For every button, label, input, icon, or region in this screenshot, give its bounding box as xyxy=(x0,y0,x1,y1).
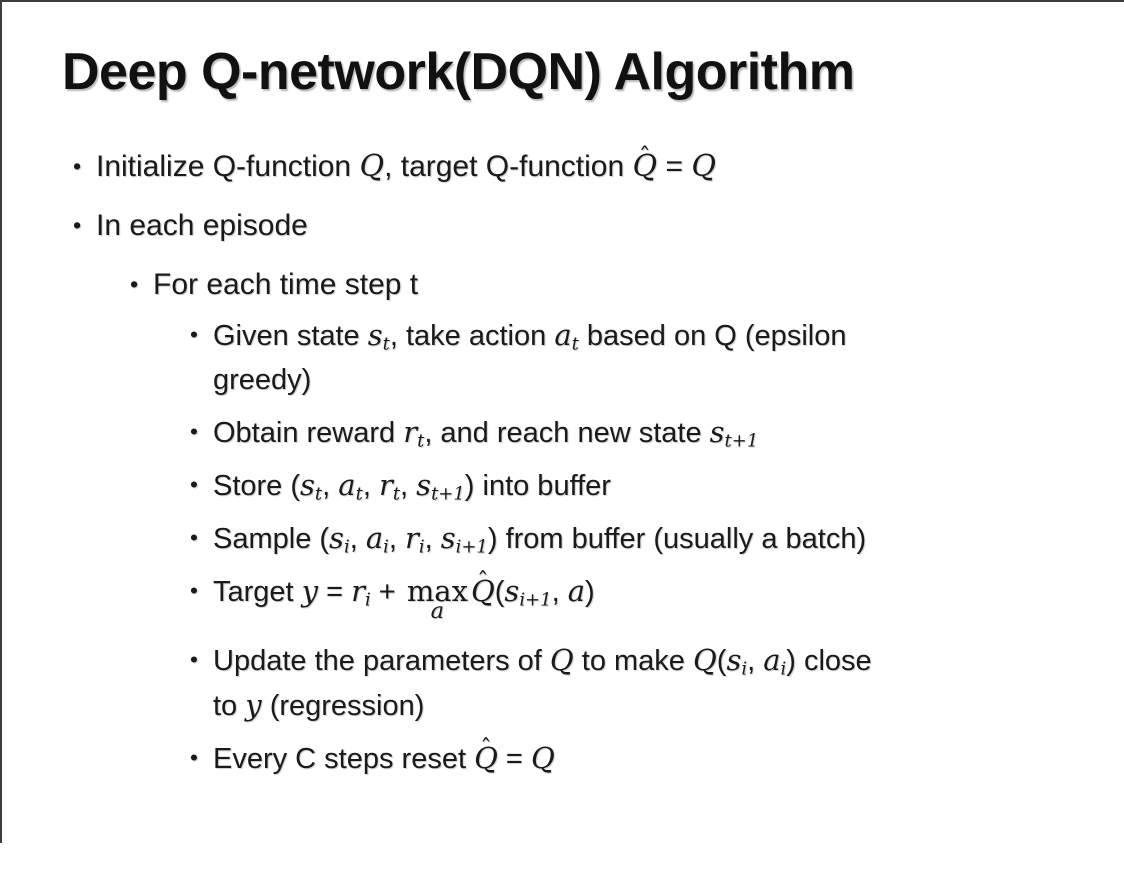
bullet-item: • For each time step t xyxy=(0,262,1074,307)
slide-border-left xyxy=(0,0,2,843)
bullet-marker-icon: • xyxy=(73,212,82,239)
math-subscript: i xyxy=(365,589,371,611)
math-symbol: a xyxy=(567,574,585,609)
math-symbol: s xyxy=(367,318,383,353)
bullet-item: • In each episode xyxy=(0,203,1074,248)
math-symbol: r xyxy=(403,415,418,450)
math-subscript: i xyxy=(343,536,350,558)
bullet-text: For each time step t xyxy=(153,268,419,302)
math-symbol: Q xyxy=(549,643,574,678)
math-symbol: s xyxy=(440,521,456,556)
bullet-text: Store (st, at, rt, st+1) into buffer xyxy=(213,468,611,505)
math-symbol: Q xyxy=(530,741,555,776)
math-subscript: i+1 xyxy=(455,536,488,558)
math-symbol: r xyxy=(404,521,419,556)
math-subscript: t xyxy=(571,333,579,355)
math-symbol: s xyxy=(416,468,432,503)
math-subscript: i xyxy=(780,658,787,680)
bullet-item: •Given state st, take action at based on… xyxy=(0,313,1074,402)
bullet-marker-icon: • xyxy=(73,153,82,180)
math-subscript: t xyxy=(392,483,401,505)
math-symbol: s xyxy=(726,643,742,678)
math-symbol: s xyxy=(329,521,344,556)
math-symbol: a xyxy=(763,643,781,678)
math-symbol: a xyxy=(365,521,384,556)
math-symbol: Q xyxy=(474,741,498,776)
math-symbol: s xyxy=(709,415,725,450)
math-subscript: t+1 xyxy=(724,430,759,452)
slide-title: Deep Q-network(DQN) Algorithm xyxy=(62,43,855,101)
math-symbol: Q xyxy=(692,643,717,678)
math-subscript: t xyxy=(355,483,363,505)
bullet-text: In each episode xyxy=(96,209,308,243)
bullet-marker-icon: • xyxy=(190,647,198,673)
math-subscript: i xyxy=(418,536,425,558)
bullet-text: Update the parameters of Q to make Q(si,… xyxy=(213,643,872,723)
math-subscript: t+1 xyxy=(431,483,465,505)
math-symbol: Q xyxy=(470,574,495,609)
math-symbol: Q xyxy=(691,149,716,185)
bullet-text: Sample (si, ai, ri, si+1) from buffer (u… xyxy=(213,521,867,558)
math-symbol: Q xyxy=(359,149,385,185)
math-subscript: t xyxy=(314,483,323,505)
math-symbol: a xyxy=(554,318,572,353)
bullet-item: • Store (st, at, rt, st+1) into buffer xyxy=(0,463,1074,508)
math-symbol: Q xyxy=(632,149,658,185)
bullet-marker-icon: • xyxy=(190,525,198,551)
math-subscript: i xyxy=(741,658,748,680)
bullet-text: Obtain reward rt, and reach new state st… xyxy=(213,415,759,452)
bullet-item: • Sample (si, ai, ri, si+1) from buffer (… xyxy=(0,516,1074,561)
bullet-marker-icon: • xyxy=(190,578,198,604)
math-subscript: i+1 xyxy=(519,589,552,611)
bullet-marker-icon: • xyxy=(190,472,198,498)
bullet-text: Given state st, take action at based on … xyxy=(213,318,847,397)
bullet-marker-icon: • xyxy=(190,745,198,771)
bullet-item: •Obtain reward rt, and reach new state s… xyxy=(0,410,1074,455)
math-subscript: t xyxy=(382,333,390,355)
bullet-text: Initialize Q-function Q, target Q-functi… xyxy=(96,142,1074,189)
math-symbol: r xyxy=(351,574,365,609)
math-symbol: y xyxy=(245,688,262,723)
math-symbol: a xyxy=(338,468,356,503)
bullet-item: • Initialize Q-function Q, target Q-funct… xyxy=(0,142,1074,189)
bullet-marker-icon: • xyxy=(190,419,198,445)
math-symbol: r xyxy=(378,468,393,503)
math-subscript: i xyxy=(383,536,389,558)
slide-border-top xyxy=(0,0,1124,2)
math-symbol: y xyxy=(301,574,319,609)
bullet-list: • Initialize Q-function Q, target Q-funct… xyxy=(0,142,1124,781)
bullet-marker-icon: • xyxy=(130,271,139,298)
math-subscript: t xyxy=(417,430,425,452)
math-symbol: s xyxy=(300,468,315,503)
bullet-marker-icon: • xyxy=(190,322,198,348)
bullet-item: • Update the parameters of Q to make Q(si… xyxy=(0,638,1074,728)
math-symbol: s xyxy=(504,574,520,609)
